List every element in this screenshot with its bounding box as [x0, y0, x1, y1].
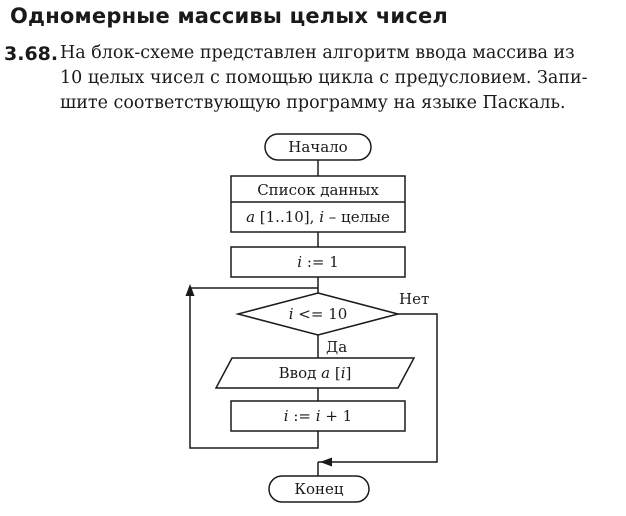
init-label: i := 1 — [297, 253, 339, 271]
start-label: Начало — [288, 138, 347, 156]
loop-back-line — [189, 288, 319, 449]
end-label: Конец — [294, 480, 344, 498]
condition-label: i <= 10 — [289, 305, 348, 323]
task-line: 10 целых чисел с помощью цикла с предусл… — [60, 68, 588, 88]
input-label: Ввод a [i] — [279, 364, 352, 382]
yes-label: Да — [326, 338, 347, 356]
no-branch-line — [318, 313, 438, 463]
data-block — [230, 175, 406, 233]
increment-label: i := i + 1 — [284, 407, 352, 425]
end-terminator — [268, 475, 370, 503]
task-line: шите соответствующую программу на языке … — [60, 93, 566, 113]
loop-back-arrowhead — [185, 284, 195, 296]
input-block — [214, 357, 416, 389]
no-branch-arrowhead — [320, 457, 332, 467]
task-number: 3.68. — [4, 43, 59, 65]
task-line: На блок-схеме представлен алгоритм ввода… — [60, 43, 575, 63]
no-label: Нет — [399, 290, 429, 308]
declaration-label: a [1..10], i – целые — [246, 208, 390, 226]
section-title: Одномерные массивы целых чисел — [10, 4, 449, 28]
data-list-label: Список данных — [257, 181, 379, 199]
task-text: На блок-схеме представлен алгоритм ввода… — [60, 41, 616, 116]
